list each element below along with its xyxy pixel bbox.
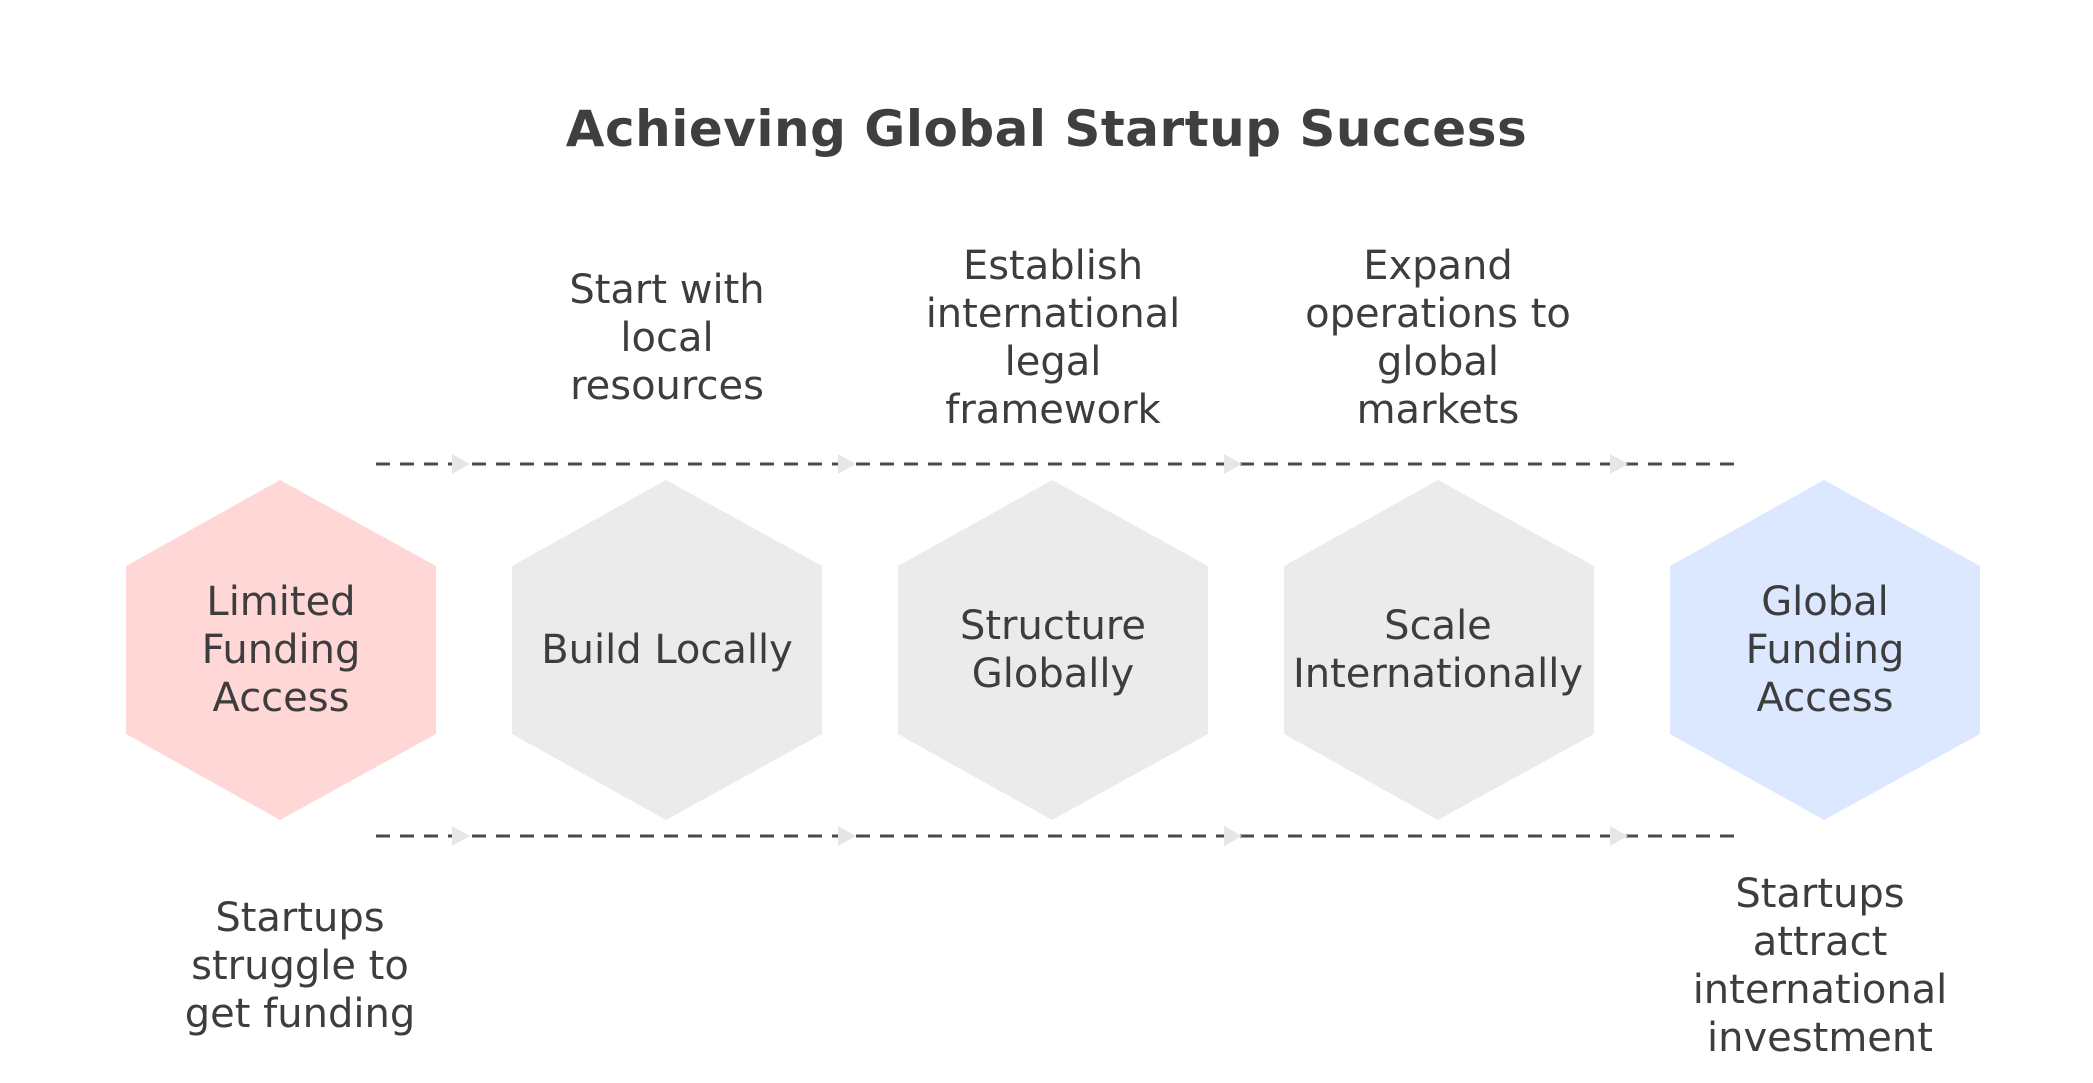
- hexagon-start: [126, 480, 436, 820]
- top-connector: [376, 454, 1736, 474]
- arrowhead: [452, 454, 470, 474]
- hexagon-structure: [898, 480, 1208, 820]
- bottom-connector: [376, 826, 1736, 846]
- hexagon-scale: [1284, 480, 1594, 820]
- arrowhead: [838, 454, 856, 474]
- arrowhead: [838, 826, 856, 846]
- arrowhead: [452, 826, 470, 846]
- stage-label-build: Build Locally: [541, 627, 793, 673]
- arrowhead: [1224, 826, 1242, 846]
- diagram-title: Achieving Global Startup Success: [565, 100, 1528, 158]
- arrowhead: [1224, 454, 1242, 474]
- arrowhead: [1610, 454, 1628, 474]
- arrowhead: [1610, 826, 1628, 846]
- hexagon-end: [1670, 480, 1980, 820]
- hexagon-build: [512, 480, 822, 820]
